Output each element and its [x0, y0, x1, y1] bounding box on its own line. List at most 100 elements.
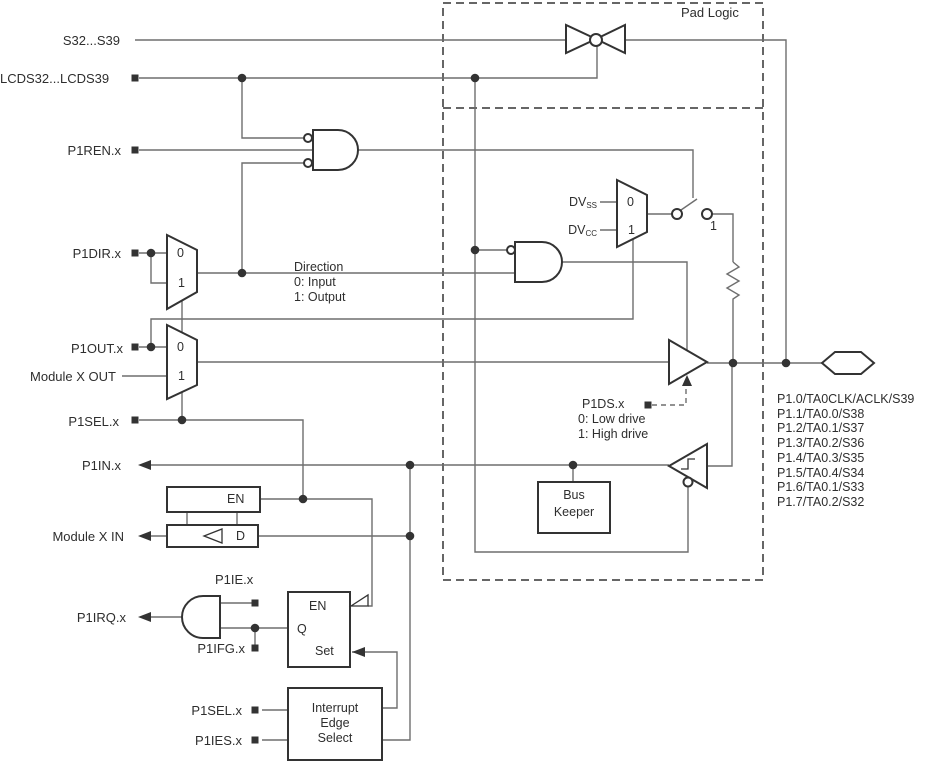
wire-resistor: [725, 261, 741, 363]
p1ren-label: P1REN.x: [67, 143, 121, 158]
bus-keeper-line1: Bus: [563, 488, 585, 502]
output-driver-icon: [668, 338, 709, 386]
p1dir-label: P1DIR.x: [72, 246, 121, 261]
direction-note-title: Direction: [294, 260, 344, 274]
dir-mux-icon: [166, 233, 198, 311]
p1sel-label: P1SEL.x: [68, 414, 119, 429]
ren-gate-input-bubble-top: [303, 133, 313, 143]
module-x-in-arrow-icon: [138, 531, 151, 541]
junction-dots: [146, 73, 791, 633]
pad-and-input-bubble: [506, 245, 516, 255]
wire-pin-state-feedback: [382, 465, 411, 741]
wire-lcds-disable: [474, 79, 689, 553]
wire-s32-to-pad: [625, 39, 787, 363]
wire-p1dir-branch: [150, 253, 167, 284]
out-mux-1: 1: [178, 369, 185, 383]
pad-and-gate-icon: [514, 241, 563, 283]
wire-edge-to-set: [352, 651, 398, 709]
edge-select-line2: Edge: [320, 716, 350, 730]
latch-clock-triangle-icon: [202, 528, 223, 544]
latch-en-label: EN: [227, 492, 245, 506]
bus-keeper-line2: Keeper: [553, 505, 595, 519]
p1ds-arrow-icon: [682, 375, 692, 386]
dvss-prefix: DV: [568, 195, 587, 209]
interrupt-flag-box: [287, 591, 351, 668]
pad-logic-outer-box: [442, 2, 764, 581]
pad-logic-title: Pad Logic: [681, 5, 739, 20]
dvss-label: DVSS: [540, 195, 597, 213]
module-x-out-label: Module X OUT: [30, 369, 116, 384]
edge-select-box: [287, 687, 383, 761]
direction-note-input: 0: Input: [294, 275, 336, 289]
ren-gate-input-bubble-bottom: [303, 158, 313, 168]
p1irq-label: P1IRQ.x: [76, 610, 126, 625]
arrowheads: [138, 375, 692, 657]
flag-edge-triangle-icon: [348, 593, 369, 607]
pin-name-1: P1.1/TA0.0/S38: [777, 407, 865, 421]
p1ies-label: P1IES.x: [195, 733, 242, 748]
wire-driver-enable: [562, 261, 688, 350]
wire-p1sel: [139, 419, 304, 499]
direction-note-output: 1: Output: [294, 290, 346, 304]
p1irq-arrow-icon: [138, 612, 151, 622]
transmission-gate-bubble-icon: [589, 33, 603, 47]
p1out-label: P1OUT.x: [70, 341, 123, 356]
p1ifg-label: P1IFG.x: [197, 641, 245, 656]
ren-and-gate-icon: [312, 129, 359, 171]
pin-name-4: P1.4/TA0.3/S35: [777, 451, 865, 465]
p1ds-note-low: 0: Low drive: [578, 412, 646, 426]
dvcc-prefix: DV: [568, 223, 586, 237]
out-mux-0: 0: [177, 340, 184, 354]
switch-closed-label: 1: [710, 219, 717, 233]
pin-name-7: P1.7/TA0.2/S32: [777, 495, 865, 509]
s32-label: S32...S39: [62, 33, 120, 48]
pull-mux-0: 0: [627, 195, 634, 209]
lcds-label: LCDS32...LCDS39: [0, 71, 110, 86]
flag-q-label: Q: [297, 622, 307, 636]
p1in-label: P1IN.x: [81, 458, 121, 473]
p1ds-note-high: 1: High drive: [578, 427, 649, 441]
p1ds-note-title: P1DS.x: [582, 397, 625, 411]
bus-keeper-box: [537, 481, 611, 534]
switch-contact-right-icon: [701, 208, 713, 220]
pin-name-0: P1.0/TA0CLK/ACLK/S39: [777, 392, 915, 406]
out-mux-icon: [166, 323, 198, 401]
transmission-gate-left-icon: [565, 23, 599, 55]
latch-d-label: D: [236, 529, 246, 543]
pad-logic-boundary: [442, 2, 764, 581]
latch-en-box: [166, 486, 261, 513]
wire-switch-to-resistor: [712, 213, 734, 262]
p1in-arrow-icon: [138, 460, 151, 470]
dir-mux-0: 0: [177, 246, 184, 260]
terminal-squares: [131, 74, 652, 744]
dvcc-label: DVCC: [540, 223, 597, 241]
p1sel2-label: P1SEL.x: [191, 703, 242, 718]
set-arrow-icon: [352, 647, 365, 657]
edge-select-line1: Interrupt: [311, 701, 359, 715]
dvss-sub: SS: [586, 201, 597, 210]
flag-en-label: EN: [309, 599, 327, 613]
wire-nand-to-switch: [358, 149, 694, 198]
transmission-gate-right-icon: [593, 23, 626, 55]
pin-name-3: P1.3/TA0.2/S36: [777, 436, 865, 450]
pull-mux-icon: [616, 178, 648, 249]
wires: [122, 39, 822, 741]
module-x-in-label: Module X IN: [52, 529, 124, 544]
wire-p1ds-dashed: [652, 385, 687, 406]
wire-pad-to-schmitt: [707, 363, 733, 467]
pad-hexagon-icon: [820, 351, 876, 375]
flag-set-label: Set: [315, 644, 334, 658]
pull-mux-1: 1: [628, 223, 635, 237]
pin-name-2: P1.2/TA0.1/S37: [777, 421, 865, 435]
latch-d-box: [166, 524, 259, 548]
edge-select-line3: Select: [317, 731, 353, 745]
pin-name-5: P1.5/TA0.4/S34: [777, 466, 865, 480]
wire-lcds-to-nand: [241, 78, 304, 139]
wire-switch-lever: [680, 198, 698, 211]
p1ie-label: P1IE.x: [215, 572, 254, 587]
wire-lcds: [139, 46, 598, 79]
pin-name-6: P1.6/TA0.1/S33: [777, 480, 865, 494]
dir-mux-1: 1: [178, 276, 185, 290]
